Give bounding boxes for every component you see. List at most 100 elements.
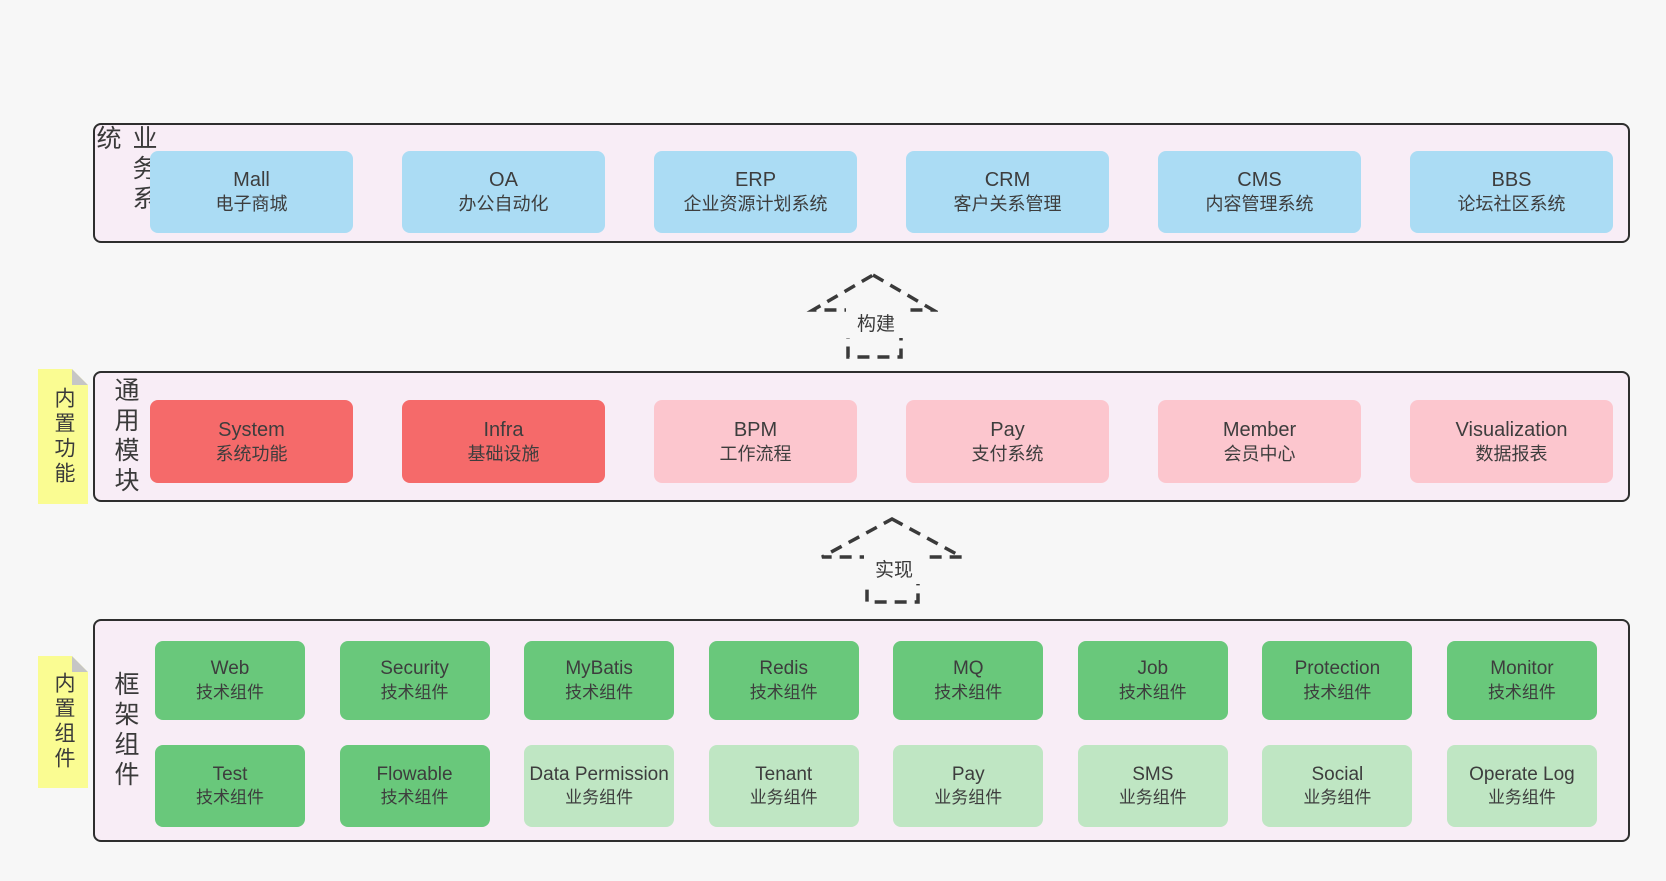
box-member: Member 会员中心 bbox=[1158, 400, 1361, 483]
business-systems-label: 业务系统 bbox=[93, 125, 157, 215]
box-title: Protection bbox=[1294, 658, 1381, 680]
box-title: ERP bbox=[734, 169, 777, 192]
box-pay-module: Pay 支付系统 bbox=[906, 400, 1109, 483]
box-security: Security 技术组件 bbox=[339, 641, 490, 720]
framework-components-label: 框架组件 bbox=[111, 670, 139, 791]
framework-components-row-1: Web 技术组件 Security 技术组件 MyBatis 技术组件 Redi… bbox=[155, 641, 1597, 720]
business-systems-panel: 业务系统 Mall 电子商城 OA 办公自动化 ERP 企业资源计划系统 CRM… bbox=[93, 123, 1630, 243]
box-flowable: Flowable 技术组件 bbox=[339, 745, 490, 827]
box-title: BPM bbox=[733, 418, 778, 441]
builtin-features-note: 内置功能 bbox=[38, 369, 88, 504]
box-subtitle: 技术组件 bbox=[380, 788, 449, 808]
box-title: Web bbox=[210, 658, 250, 680]
box-bbs: BBS 论坛社区系统 bbox=[1410, 151, 1613, 233]
box-mall: Mall 电子商城 bbox=[150, 151, 353, 233]
box-subtitle: 办公自动化 bbox=[458, 194, 549, 215]
box-monitor: Monitor 技术组件 bbox=[1446, 641, 1597, 720]
box-subtitle: 内容管理系统 bbox=[1205, 194, 1314, 215]
box-title: Job bbox=[1137, 658, 1169, 680]
box-social: Social 业务组件 bbox=[1262, 745, 1413, 827]
box-job: Job 技术组件 bbox=[1077, 641, 1228, 720]
box-title: Data Permission bbox=[529, 763, 669, 785]
box-subtitle: 支付系统 bbox=[971, 443, 1044, 464]
common-modules-panel: 通用模块 System 系统功能 Infra 基础设施 BPM 工作流程 Pay… bbox=[93, 371, 1630, 502]
box-subtitle: 技术组件 bbox=[1303, 682, 1372, 702]
box-subtitle: 论坛社区系统 bbox=[1457, 194, 1566, 215]
box-subtitle: 技术组件 bbox=[934, 682, 1003, 702]
box-title: BBS bbox=[1491, 169, 1532, 192]
box-subtitle: 技术组件 bbox=[565, 682, 634, 702]
box-subtitle: 工作流程 bbox=[719, 443, 792, 464]
box-cms: CMS 内容管理系统 bbox=[1158, 151, 1361, 233]
fold-corner bbox=[72, 656, 88, 672]
box-title: Test bbox=[212, 763, 248, 785]
box-subtitle: 技术组件 bbox=[1118, 682, 1187, 702]
box-subtitle: 技术组件 bbox=[749, 682, 818, 702]
box-crm: CRM 客户关系管理 bbox=[906, 151, 1109, 233]
box-title: Mall bbox=[233, 169, 270, 192]
box-title: Visualization bbox=[1455, 418, 1568, 441]
box-title: Social bbox=[1311, 763, 1364, 785]
box-mq: MQ 技术组件 bbox=[893, 641, 1044, 720]
box-title: Pay bbox=[951, 763, 985, 785]
business-systems-row: Mall 电子商城 OA 办公自动化 ERP 企业资源计划系统 CRM 客户关系… bbox=[150, 151, 1613, 233]
box-subtitle: 基础设施 bbox=[467, 443, 540, 464]
box-subtitle: 企业资源计划系统 bbox=[683, 194, 828, 215]
box-mybatis: MyBatis 技术组件 bbox=[524, 641, 675, 720]
implement-arrow-label: 实现 bbox=[864, 552, 924, 584]
box-title: OA bbox=[489, 169, 518, 192]
box-subtitle: 技术组件 bbox=[196, 788, 264, 808]
box-title: Member bbox=[1222, 418, 1297, 441]
box-subtitle: 技术组件 bbox=[1487, 682, 1556, 702]
fold-corner bbox=[72, 369, 88, 385]
common-modules-label: 通用模块 bbox=[111, 376, 139, 497]
box-title: Flowable bbox=[376, 763, 453, 785]
box-test: Test 技术组件 bbox=[155, 745, 305, 827]
box-web: Web 技术组件 bbox=[155, 641, 305, 720]
box-operate-log: Operate Log 业务组件 bbox=[1446, 745, 1597, 827]
box-subtitle: 电子商城 bbox=[215, 194, 288, 215]
box-title: CRM bbox=[984, 169, 1031, 192]
builtin-features-text: 内置功能 bbox=[52, 386, 75, 487]
box-title: Security bbox=[380, 658, 449, 680]
box-pay-component: Pay 业务组件 bbox=[893, 745, 1044, 827]
box-subtitle: 客户关系管理 bbox=[953, 194, 1062, 215]
box-title: Tenant bbox=[755, 763, 813, 785]
box-subtitle: 业务组件 bbox=[1487, 788, 1556, 808]
box-oa: OA 办公自动化 bbox=[402, 151, 605, 233]
box-subtitle: 数据报表 bbox=[1475, 443, 1548, 464]
box-title: System bbox=[218, 418, 285, 441]
build-arrow: 构建 bbox=[806, 270, 938, 362]
framework-components-row-2: Test 技术组件 Flowable 技术组件 Data Permission … bbox=[155, 745, 1597, 827]
box-subtitle: 系统功能 bbox=[215, 443, 288, 464]
box-title: Infra bbox=[483, 418, 524, 441]
box-title: Pay bbox=[990, 418, 1025, 441]
box-subtitle: 业务组件 bbox=[749, 788, 818, 808]
box-erp: ERP 企业资源计划系统 bbox=[654, 151, 857, 233]
box-subtitle: 业务组件 bbox=[1118, 788, 1187, 808]
box-subtitle: 技术组件 bbox=[380, 682, 449, 702]
implement-arrow: 实现 bbox=[818, 514, 966, 606]
box-subtitle: 业务组件 bbox=[565, 788, 634, 808]
box-title: CMS bbox=[1237, 169, 1282, 192]
box-title: Operate Log bbox=[1469, 763, 1575, 785]
build-arrow-label: 构建 bbox=[846, 306, 906, 338]
box-title: MQ bbox=[952, 658, 984, 680]
box-redis: Redis 技术组件 bbox=[708, 641, 859, 720]
box-title: MyBatis bbox=[565, 658, 633, 680]
builtin-components-text: 内置组件 bbox=[52, 672, 75, 772]
framework-components-panel: 框架组件 Web 技术组件 Security 技术组件 MyBatis 技术组件… bbox=[93, 619, 1630, 842]
box-sms: SMS 业务组件 bbox=[1077, 745, 1228, 827]
box-data-permission: Data Permission 业务组件 bbox=[524, 745, 675, 827]
up-arrow-icon bbox=[821, 517, 963, 604]
box-protection: Protection 技术组件 bbox=[1262, 641, 1413, 720]
box-subtitle: 业务组件 bbox=[934, 788, 1003, 808]
box-subtitle: 会员中心 bbox=[1223, 443, 1296, 464]
box-visualization: Visualization 数据报表 bbox=[1410, 400, 1613, 483]
box-system: System 系统功能 bbox=[150, 400, 353, 483]
box-title: Monitor bbox=[1490, 658, 1554, 680]
box-title: Redis bbox=[759, 658, 808, 680]
box-tenant: Tenant 业务组件 bbox=[708, 745, 859, 827]
box-bpm: BPM 工作流程 bbox=[654, 400, 857, 483]
